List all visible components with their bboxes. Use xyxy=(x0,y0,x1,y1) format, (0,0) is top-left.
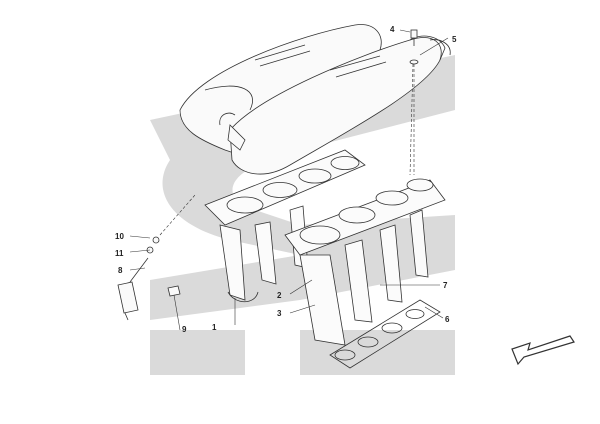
direction-arrow-icon xyxy=(511,335,575,366)
gasket xyxy=(329,299,441,369)
callout-6: 6 xyxy=(445,315,450,324)
callouts: 10 11 8 9 1 2 3 4 5 7 6 xyxy=(115,25,457,334)
callout-1: 1 xyxy=(212,323,217,332)
callout-8: 8 xyxy=(118,266,123,275)
callout-10: 10 xyxy=(115,232,124,241)
callout-7: 7 xyxy=(443,281,448,290)
fitting xyxy=(167,285,181,297)
intake-manifold-left xyxy=(204,149,366,303)
callout-2: 2 xyxy=(277,291,282,300)
leader-lines xyxy=(129,29,449,331)
washer xyxy=(409,59,419,65)
intake-manifold-right xyxy=(284,178,446,346)
callout-9: 9 xyxy=(182,325,187,334)
assembly-lines xyxy=(159,63,415,236)
bolt xyxy=(410,29,418,46)
callout-11: 11 xyxy=(115,249,124,258)
callout-5: 5 xyxy=(452,35,457,44)
actuator xyxy=(117,236,160,321)
callout-4: 4 xyxy=(390,25,395,34)
callout-3: 3 xyxy=(277,309,282,318)
